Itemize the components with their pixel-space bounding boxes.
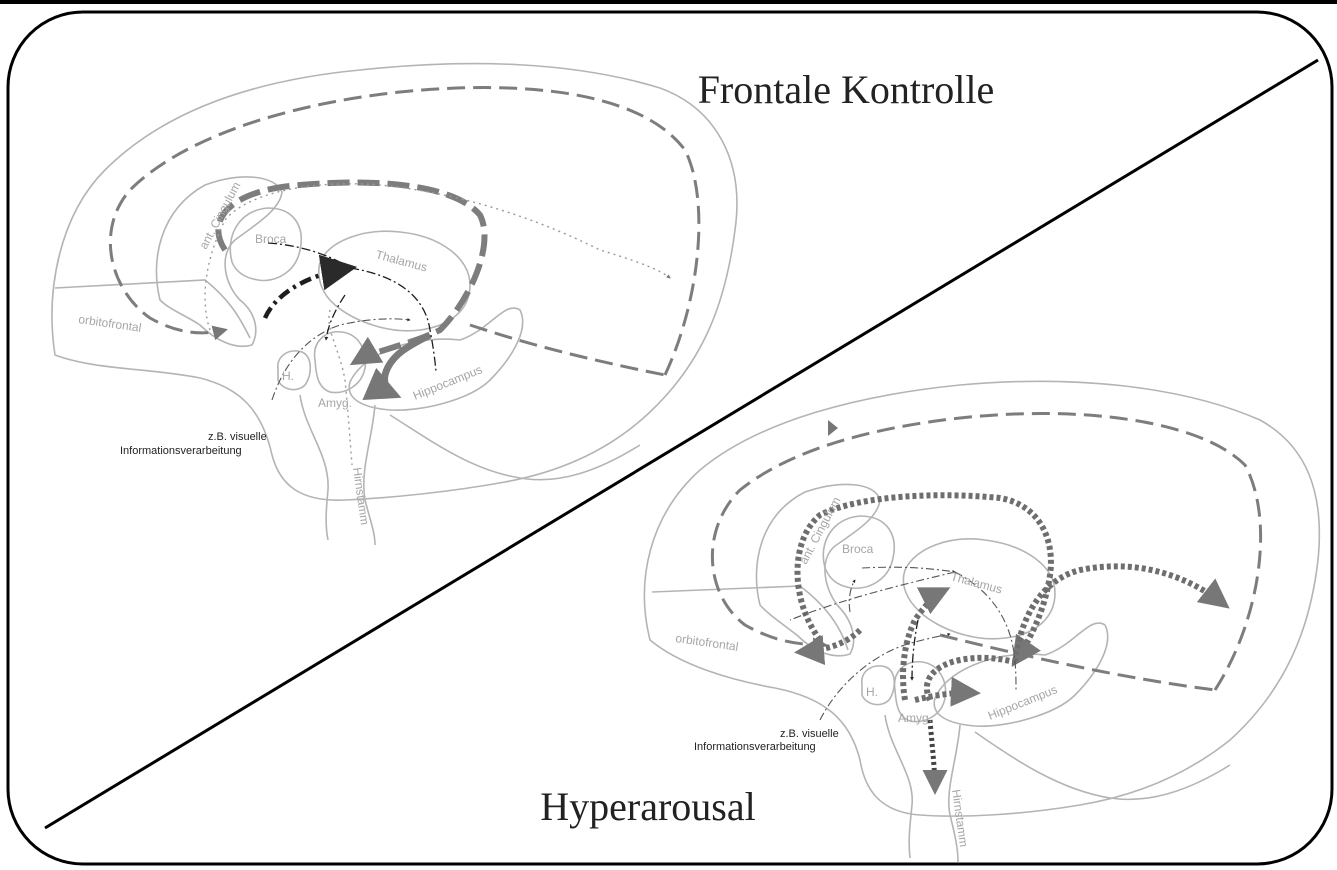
brain-top-frontal-lower: [55, 280, 250, 338]
bottom-dashdot-frontal: [790, 572, 955, 620]
bottom-long-dashed-loop: [712, 413, 1260, 690]
top-border-bar: [0, 0, 1337, 4]
brain-bottom-cingulum: [756, 484, 880, 655]
bottom-beaded-orbitofrontal: [800, 630, 860, 652]
bottom-beaded-thalamus: [903, 590, 945, 700]
bottom-dashdot-thalamus: [862, 567, 955, 572]
top-long-dashed-return: [470, 325, 665, 375]
top-label-thalamus: Thalamus: [374, 247, 429, 274]
bottom-label-broca: Broca: [842, 542, 874, 556]
top-dotted-frontal: [205, 184, 670, 330]
bottom-beaded-brainstem: [930, 720, 935, 790]
bottom-label-hypothalamus: H.: [866, 685, 878, 699]
top-long-dashed-loop: [110, 88, 699, 375]
top-label-broca: Broca: [255, 232, 287, 246]
top-dashdot-thick: [265, 268, 350, 318]
bottom-note-line2: Informationsverarbeitung: [694, 741, 816, 753]
top-label-hippocampus: Hippocampus: [411, 362, 484, 402]
bottom-label-orbitofrontal: orbitofrontal: [675, 631, 740, 654]
bottom-label-amygdala: Amyg.: [898, 711, 932, 725]
top-panel-title: Frontale Kontrolle: [698, 67, 995, 112]
bottom-label-brainstem: Hirnstamm: [949, 788, 971, 847]
bottom-label-cingulum: ant. Cingulum: [796, 494, 843, 566]
diagonal-divider: [45, 60, 1318, 828]
top-label-amygdala: Amyg.: [318, 396, 352, 410]
brain-top-thalamus: [319, 231, 470, 331]
bottom-dashdot-broca: [849, 580, 855, 612]
bottom-note-line1: z.B. visuelle: [780, 728, 839, 740]
top-label-orbitofrontal: orbitofrontal: [78, 312, 143, 335]
bottom-panel-title: Hyperarousal: [540, 784, 755, 829]
brain-top-hippocampus: [349, 308, 522, 410]
top-dashdot-broca-thalamus: [268, 243, 350, 268]
bottom-arrowhead-top: [828, 420, 838, 436]
top-label-hypothalamus: H.: [282, 369, 294, 383]
bottom-label-thalamus: Thalamus: [949, 569, 1004, 596]
top-note-line1: z.B. visuelle: [208, 431, 267, 443]
top-label-brainstem: Hirnstamm: [350, 466, 372, 525]
top-note-line2: Informationsverarbeitung: [120, 445, 242, 457]
bottom-label-hippocampus: Hippocampus: [986, 682, 1059, 722]
brain-bottom-brainstem: [885, 715, 960, 862]
